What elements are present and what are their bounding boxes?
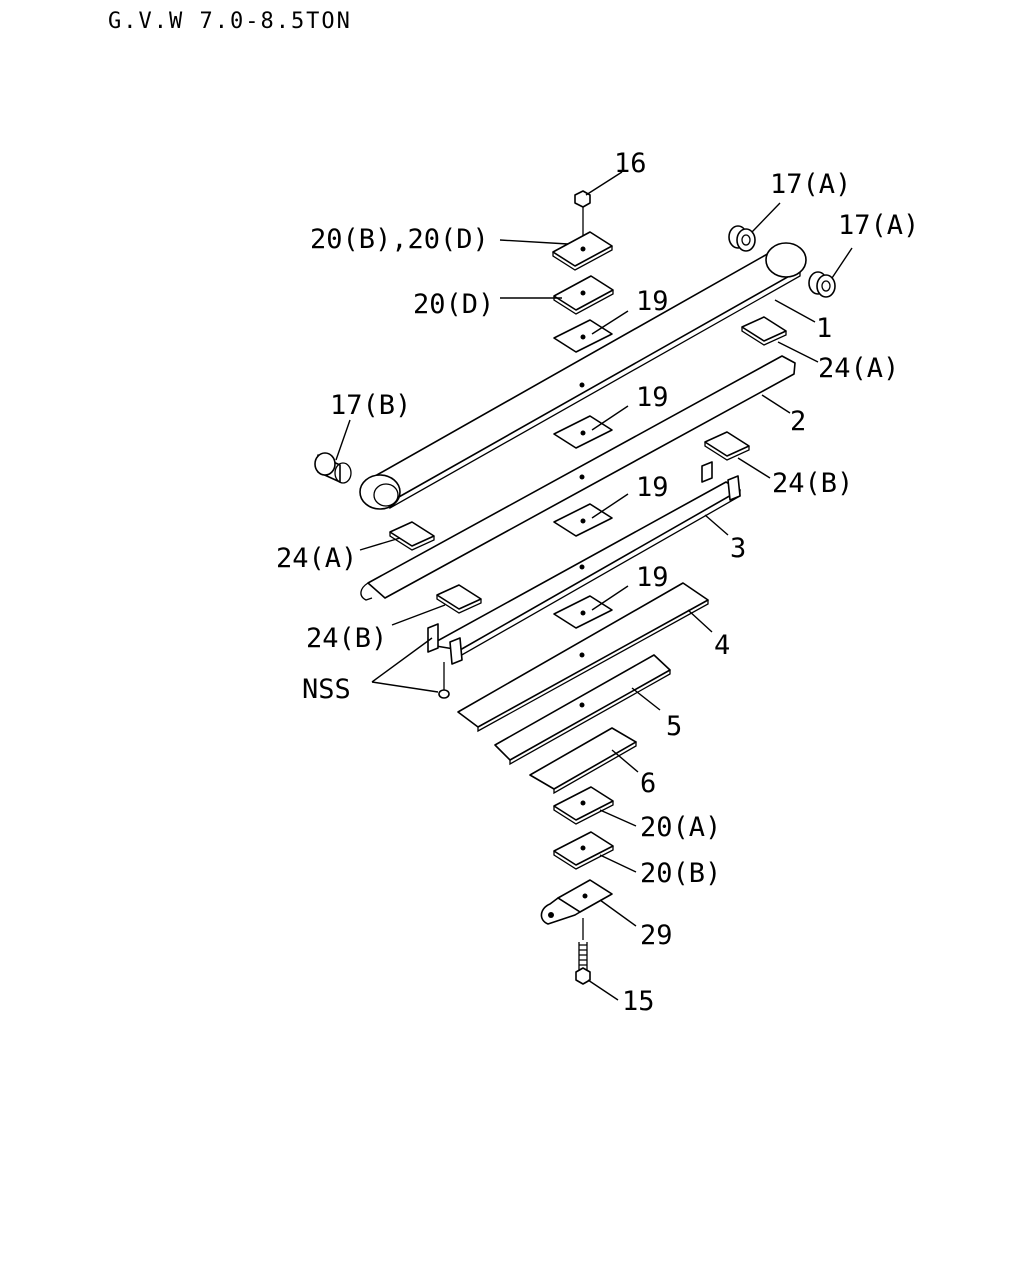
part-20b-plate xyxy=(553,831,637,873)
part-20d-plate xyxy=(500,275,614,315)
callout-6: 6 xyxy=(640,768,656,799)
part-19-pad-4 xyxy=(553,585,629,629)
callout-20a: 20(A) xyxy=(640,812,721,843)
part-2-second-leaf xyxy=(360,355,796,601)
callout-19-2: 19 xyxy=(636,382,669,413)
callout-24a-2: 24(A) xyxy=(276,543,357,574)
header-title: G.V.W 7.0-8.5TON xyxy=(108,9,352,34)
part-20bd-plate xyxy=(499,231,613,271)
callout-17a-2: 17(A) xyxy=(838,210,919,241)
callout-16: 16 xyxy=(614,148,647,179)
part-nss-bolt xyxy=(371,637,450,699)
callout-4: 4 xyxy=(714,630,730,661)
callout-5: 5 xyxy=(666,711,682,742)
callout-20d: 20(D) xyxy=(413,289,494,320)
callout-19-4: 19 xyxy=(636,562,669,593)
callout-24b-2: 24(B) xyxy=(306,623,387,654)
part-16-nut xyxy=(574,171,623,236)
callout-24a-1: 24(A) xyxy=(818,353,899,384)
callout-24b-1: 24(B) xyxy=(772,468,853,499)
part-29-bracket xyxy=(540,879,637,927)
part-15-bolt xyxy=(575,918,619,1001)
part-17a-bushing-left xyxy=(728,202,781,252)
part-4-fourth-leaf xyxy=(457,582,713,733)
callout-3: 3 xyxy=(730,533,746,564)
part-5-fifth-leaf xyxy=(494,654,671,766)
part-17a-bushing-right xyxy=(808,247,853,298)
callout-20b: 20(B) xyxy=(640,858,721,889)
callout-29: 29 xyxy=(640,920,673,951)
callout-15: 15 xyxy=(622,986,655,1017)
callout-2: 2 xyxy=(790,406,806,437)
callout-17b: 17(B) xyxy=(330,390,411,421)
part-6-sixth-leaf xyxy=(529,727,639,795)
part-24a-pad-top xyxy=(741,316,819,363)
part-1-main-leaf xyxy=(359,242,816,510)
callout-19-3: 19 xyxy=(636,472,669,503)
callout-nss: NSS xyxy=(302,674,351,705)
callout-19-1: 19 xyxy=(636,286,669,317)
part-24b-pad-left xyxy=(391,584,482,626)
callout-1: 1 xyxy=(816,313,832,344)
part-20a-plate xyxy=(553,786,637,827)
callout-17a-1: 17(A) xyxy=(770,169,851,200)
callout-20bd: 20(B),20(D) xyxy=(310,224,489,255)
part-24b-pad-right xyxy=(704,431,771,479)
part-19-pad-2 xyxy=(553,405,629,449)
part-17b-bushing xyxy=(314,419,352,484)
part-3-third-leaf xyxy=(427,461,741,665)
part-19-pad-3 xyxy=(553,493,629,537)
part-24a-pad-left xyxy=(359,521,435,551)
part-19-pad-1 xyxy=(553,310,629,353)
